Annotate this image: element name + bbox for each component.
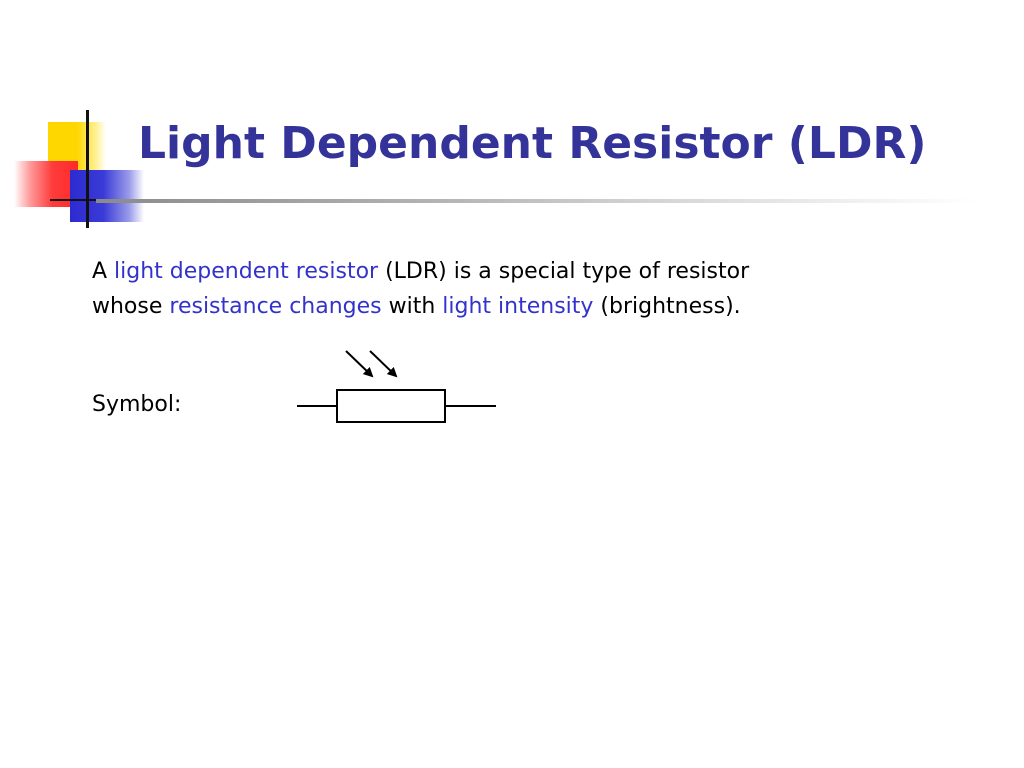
- ldr-resistor-body: [336, 389, 446, 423]
- definition-paragraph: A light dependent resistor (LDR) is a sp…: [92, 254, 922, 324]
- definition-text: A: [92, 259, 115, 284]
- definition-text: with: [381, 294, 443, 319]
- slide-title: Light Dependent Resistor (LDR): [138, 118, 927, 169]
- light-arrow-icon: [369, 350, 398, 378]
- decor-blue-square: [70, 170, 144, 222]
- symbol-label: Symbol:: [92, 392, 182, 417]
- definition-line-1: A light dependent resistor (LDR) is a sp…: [92, 254, 922, 289]
- definition-text: (LDR) is a special type of resistor: [378, 259, 750, 284]
- ldr-circuit-symbol-icon: [297, 350, 496, 423]
- decor-vertical-line: [86, 110, 89, 228]
- definition-highlight-term: light dependent resistor: [114, 259, 379, 284]
- definition-line-2: whose resistance changes with light inte…: [92, 289, 922, 324]
- title-underline: [96, 199, 976, 203]
- light-arrow-icon: [345, 350, 374, 378]
- definition-text: whose: [92, 294, 170, 319]
- definition-text: (brightness).: [593, 294, 741, 319]
- definition-highlight-term: resistance changes: [169, 294, 382, 319]
- definition-highlight-term: light intensity: [442, 294, 594, 319]
